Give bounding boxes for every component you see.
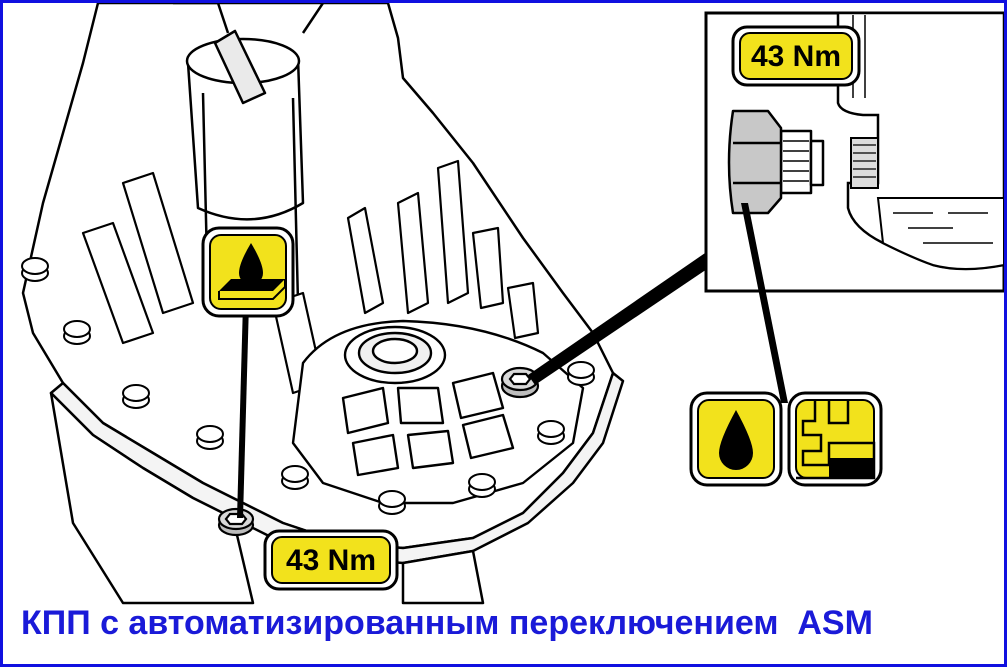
bolt: [468, 473, 496, 498]
bolt: [281, 465, 309, 490]
torque-label-bottom: 43 Nm: [263, 529, 399, 591]
bolt: [537, 420, 565, 445]
inset-leader-wedge: [528, 251, 713, 385]
bolt: [567, 361, 595, 386]
drain-plug: [217, 507, 255, 537]
torque-value-top: 43 Nm: [751, 40, 841, 73]
drain-leader-line: [237, 303, 249, 518]
housing-bolts: [21, 257, 595, 515]
bolt: [378, 490, 406, 515]
bolt: [63, 320, 91, 345]
gearbox-illustration: 43 Nm 43 Nm: [21, 3, 1004, 605]
plug-side-view: [727, 109, 825, 215]
oil-level-icon: [787, 391, 883, 487]
rear-cover: [291, 319, 585, 505]
bolt: [21, 257, 49, 282]
bolt: [196, 425, 224, 450]
shaft-tower: [173, 3, 325, 304]
diagram-caption: КПП с автоматизированным переключением A…: [21, 604, 873, 642]
oil-drop-icon: [689, 391, 783, 487]
torque-value-bottom: 43 Nm: [286, 544, 376, 577]
torque-label-top: 43 Nm: [731, 25, 861, 87]
oil-fill-icon: [201, 226, 295, 318]
bolt: [122, 384, 150, 409]
